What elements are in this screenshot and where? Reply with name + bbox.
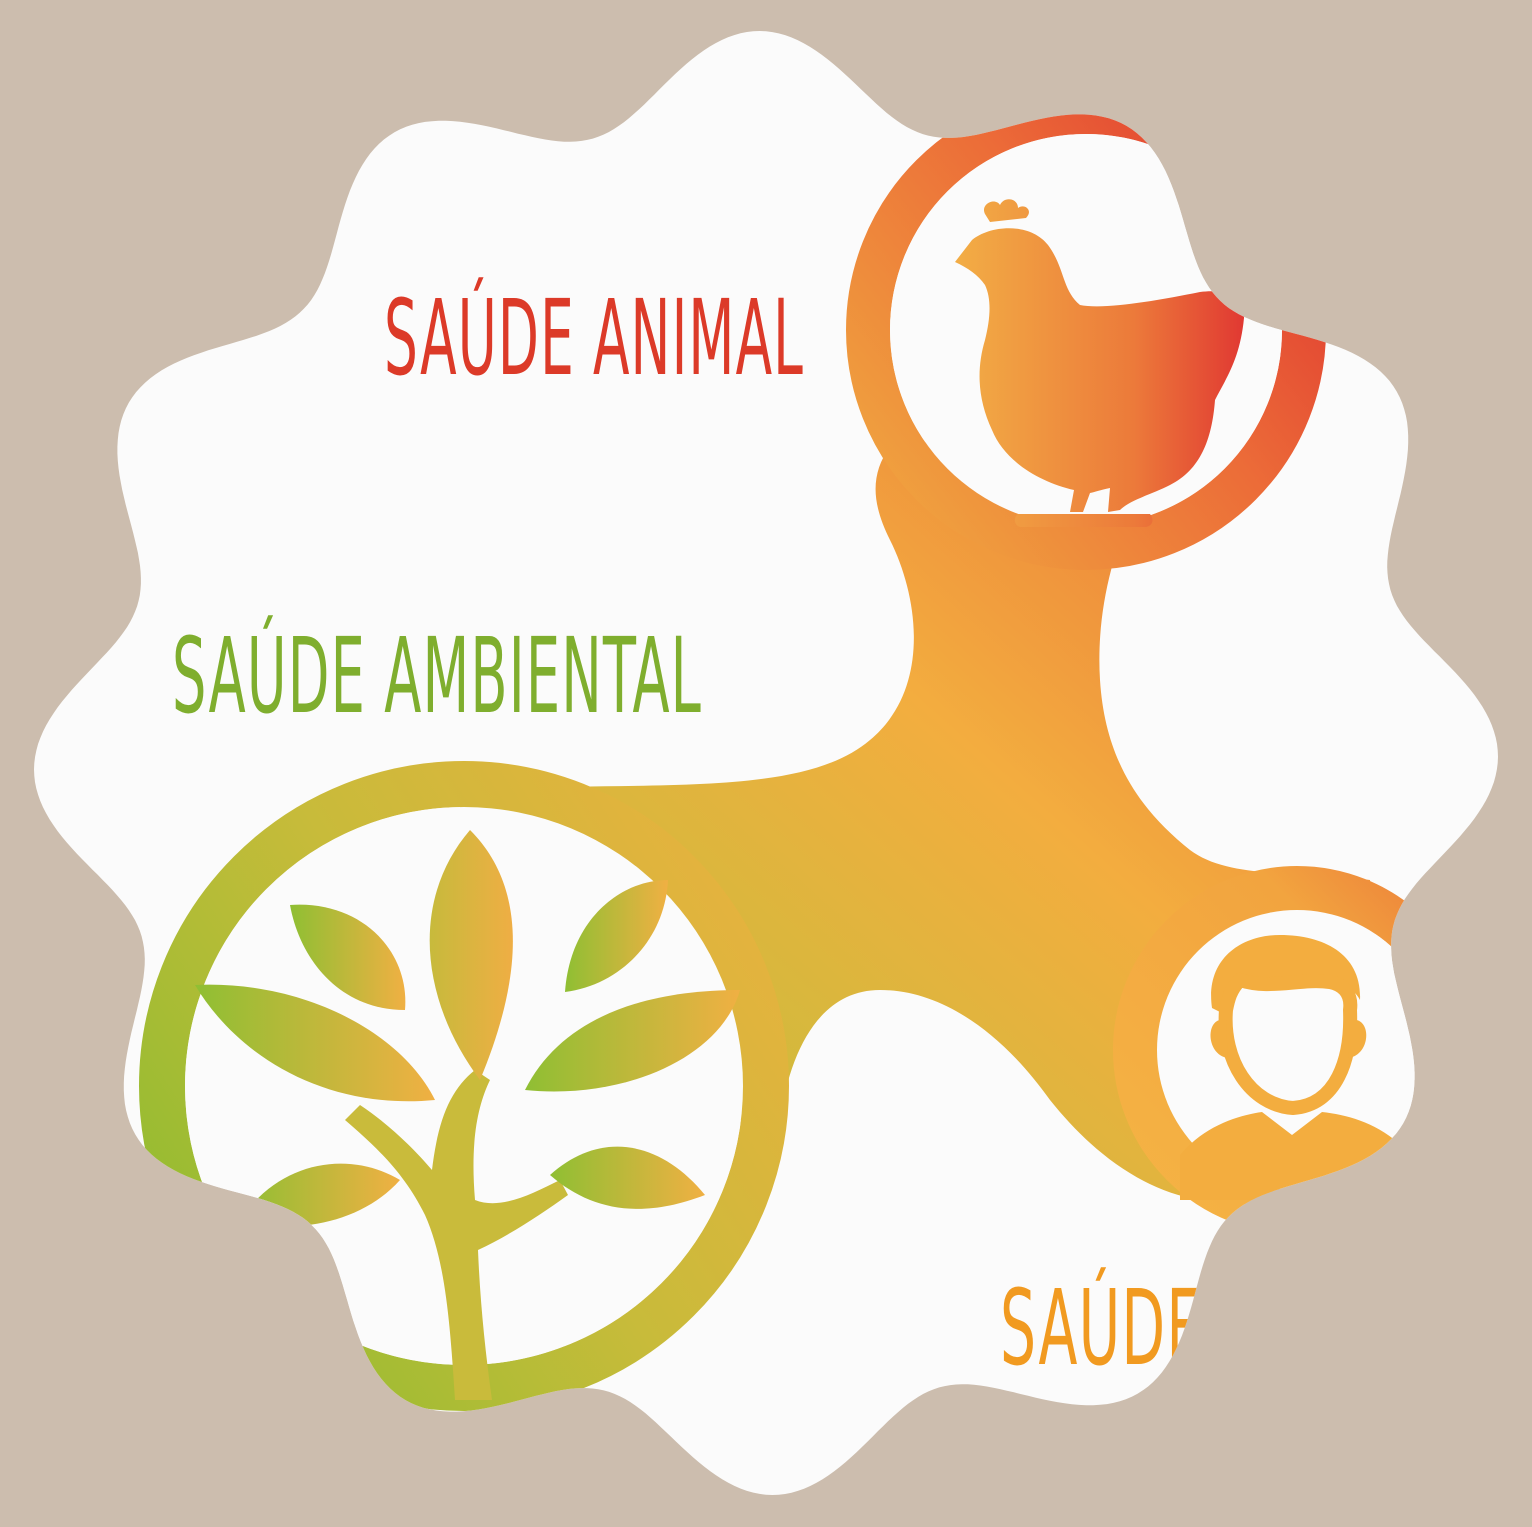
environmental-health-label: SAÚDE AMBIENTAL	[172, 615, 702, 737]
animal-health-label: SAÚDE ANIMAL	[384, 277, 804, 399]
scalloped-badge	[34, 31, 1498, 1495]
human-health-label: SAÚDE HUMA	[1000, 1267, 1400, 1389]
